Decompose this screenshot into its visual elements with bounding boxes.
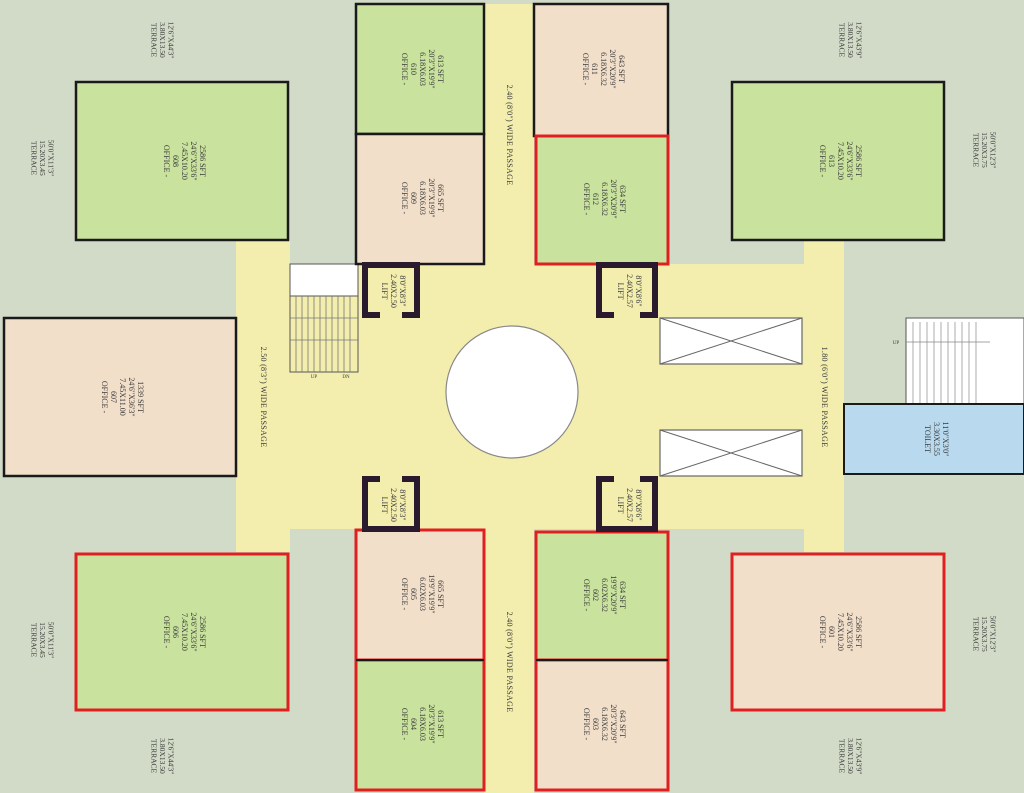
label-t-br-bot: TERRACE3.80X13.5012'6"X43'9" [838,738,864,775]
label-office-613: OFFICE -6137.45X10.2024'6"X33'6"2586 SFT [818,141,863,180]
office-613 [730,80,946,242]
label-t-bl-side: TERRACE15.20X3.4550'0"X11'3" [30,622,56,658]
passage-top [484,4,534,266]
label-office-604: OFFICE -6046.18X6.0320'3"X19'9"613 SFT [400,704,445,743]
label-office-608: OFFICE -6087.45X10.2024'6"X33'6"2586 SFT [162,141,207,180]
office-610 [354,2,486,136]
label-t-tr-side: TERRACE15.20X3.7550'0"X12'3" [972,132,998,169]
lift-bottom-left [362,476,420,532]
label-office-607: OFFICE -6077.45X11.0024'6"X36'3"1339 SFT [100,377,145,416]
stair-treads-right [906,322,990,404]
office-609 [354,132,486,266]
label-t-bl-bot: TERRACE3.80X13.5012'6"X44'3" [150,738,176,775]
stair-flight-right [905,317,1024,405]
lift-top-right [596,262,658,318]
office-601 [730,552,946,712]
stair-dn-label: DN [342,375,350,380]
office-607 [2,316,238,478]
label-office-612: OFFICE -6126.18X6.3220'3"X20'9"634 SFT [582,179,627,218]
toilet [843,403,1024,475]
central-void [445,325,579,459]
label-office-606: OFFICE -6067.45X10.2024'6"X33'6"2586 SFT [162,612,207,651]
label-office-603: OFFICE -6036.18X6.3220'3"X20'9"643 SFT [582,704,627,743]
staircase-left: UP DN [289,263,359,380]
label-office-605: OFFICE -6056.02X6.0319'9"X19'9"665 SFT [400,574,445,613]
office-606 [74,552,290,712]
shaft-top [659,317,803,365]
label-office-609: OFFICE -6096.18X6.0320'3"X19'9"665 SFT [400,178,445,217]
room-labels: OFFICE -6106.18X6.0320'3"X19'9"613 SFT OF… [30,22,998,775]
office-612 [534,134,670,266]
label-lift-br: LIFT2.40X2.578'0"X8'6" [616,488,643,522]
passage-label-left: 2.50 (8'3") WIDE PASSAGE [259,347,268,448]
stair-up-label: UP [311,375,318,380]
label-lift-tr: LIFT2.40X2.578'0"X8'6" [616,274,643,308]
office-605 [354,528,486,662]
stair-treads [290,296,358,372]
lift-top-left [362,262,420,318]
stair-flight [289,295,359,373]
label-t-tr-top: TERRACE3.80X13.5012'6"X43'9" [838,22,864,59]
label-office-601: OFFICE -6017.45X10.2024'6"X33'6"2586 SFT [818,612,863,651]
staircase-right: UP [893,317,1024,405]
label-office-610: OFFICE -6106.18X6.0320'3"X19'9"613 SFT [400,49,445,88]
office-611 [532,2,670,138]
stair-up-label-right: UP [893,341,900,346]
label-lift-tl: LIFT2.40X2.508'0"X8'3" [380,274,407,308]
lobby-left-connector [236,318,256,476]
passage-label-top: 2.40 (8'0") WIDE PASSAGE [505,85,514,186]
label-office-611: OFFICE -6116.18X6.3220'3"X20'9"643 SFT [581,49,626,88]
label-office-602: OFFICE -6026.02X6.3219'9"X20'9"634 SFT [582,575,627,614]
label-t-tl-top: TERRACE3.80X13.5012'6"X44'3" [150,22,176,59]
office-608 [74,80,290,242]
passage-label-bottom: 2.40 (8'0") WIDE PASSAGE [505,612,514,713]
label-t-br-side: TERRACE15.20X3.7550'0"X12'3" [972,616,998,653]
label-lift-bl: LIFT2.40X2.508'0"X8'3" [380,488,407,522]
label-t-tl-side: TERRACE15.20X3.4550'0"X11'3" [30,140,56,176]
office-602 [534,530,670,662]
label-toilet: TOILET3.30X3.5511'0"X3'0" [923,422,950,457]
shaft-bottom [659,429,803,477]
lift-bottom-right [596,476,658,532]
passage-bottom [484,528,534,793]
passage-label-right: 1.80 (6'0") WIDE PASSAGE [820,347,829,448]
